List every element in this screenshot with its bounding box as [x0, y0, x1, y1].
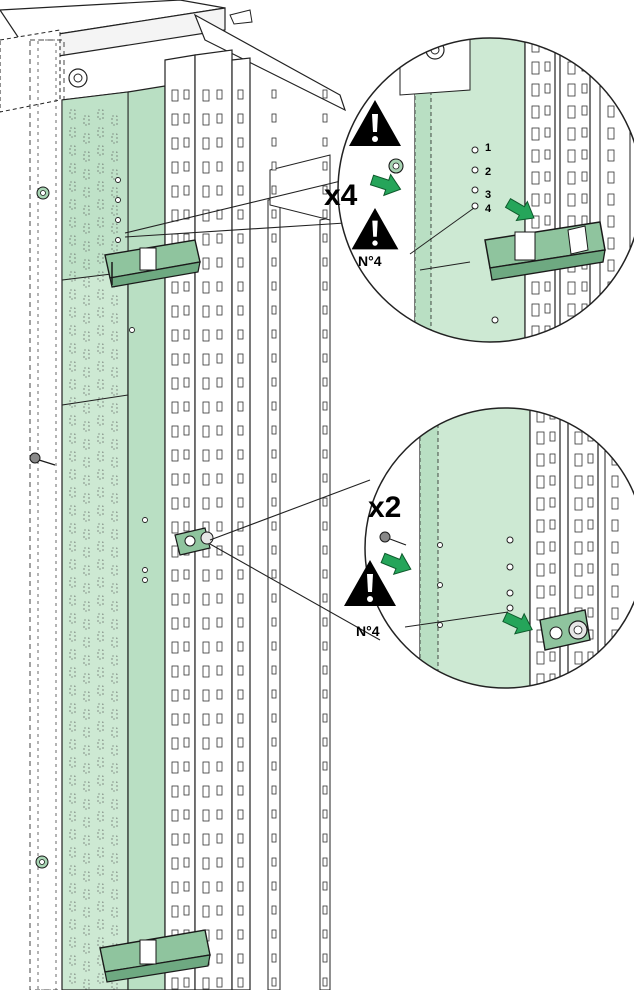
spacer-washer-icon — [174, 527, 214, 556]
hole-number-3: 3 — [485, 189, 491, 201]
clip-bracket-icon — [104, 239, 201, 288]
top-bracket — [229, 9, 253, 25]
left-post-dashed — [29, 39, 65, 990]
clip-bracket-icon — [99, 929, 211, 983]
mounting-panel-side — [127, 85, 166, 990]
screw-icon — [29, 452, 56, 466]
cabinet-frame — [0, 0, 347, 990]
upright-rails — [164, 49, 331, 990]
top-beam-right — [193, 13, 347, 112]
screw-icon — [36, 186, 50, 200]
detail-callout-top: x4 N°4 1 2 3 4 — [324, 37, 634, 343]
spacer-washer-icon — [539, 609, 591, 651]
screw-icon — [379, 531, 407, 546]
clip-bracket-icon — [484, 221, 606, 281]
screw-icon — [388, 158, 404, 174]
hole-number-2: 2 — [485, 166, 491, 178]
callout-leaders — [124, 179, 381, 641]
screw-icon — [35, 855, 49, 869]
hole-label-bottom: N°4 — [356, 623, 380, 639]
quantity-label-bottom: x2 — [368, 491, 401, 524]
quantity-label-top: x4 — [324, 179, 358, 212]
hole-label-top: N°4 — [358, 253, 382, 269]
hole-number-4: 4 — [485, 203, 492, 215]
hole-number-1: 1 — [485, 142, 491, 154]
detail-callout-bottom: x2 N°4 — [344, 407, 634, 689]
